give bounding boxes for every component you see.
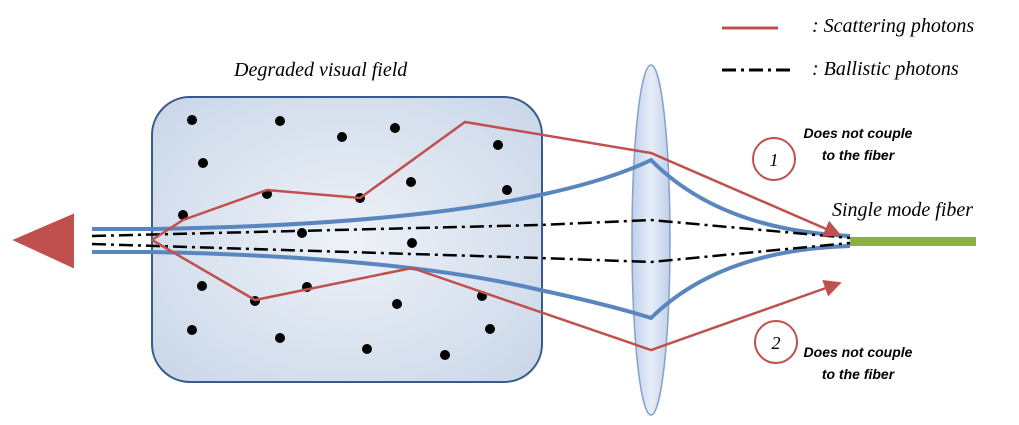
scattering-ray-2 — [151, 238, 842, 352]
field-title: Degraded visual field — [233, 59, 408, 81]
legend-ballistic-label: : Ballistic photons — [812, 58, 959, 80]
lens — [631, 64, 671, 416]
ballistic-ray-upper — [91, 218, 851, 240]
note-1-circle — [752, 137, 796, 181]
fiber-label: Single mode fiber — [832, 199, 973, 221]
note-2-line1: Does not couple — [804, 344, 913, 360]
note-2-circle — [754, 320, 798, 364]
degraded-field-box — [151, 96, 543, 383]
note-2-line2: to the fiber — [822, 366, 896, 382]
note-1-line1: Does not couple — [804, 125, 913, 141]
beam-upper — [92, 157, 851, 238]
source-arrow-icon — [7, 210, 76, 272]
scattering-ray-1 — [151, 120, 842, 242]
single-mode-fiber — [850, 237, 976, 246]
beam-lower — [92, 244, 851, 321]
legend-scattering-label: : Scattering photons — [812, 15, 974, 37]
note-2-number: 2 — [772, 333, 781, 353]
note-1-number: 1 — [770, 150, 779, 170]
note-1-line2: to the fiber — [822, 147, 896, 163]
ballistic-ray-lower — [91, 241, 851, 264]
